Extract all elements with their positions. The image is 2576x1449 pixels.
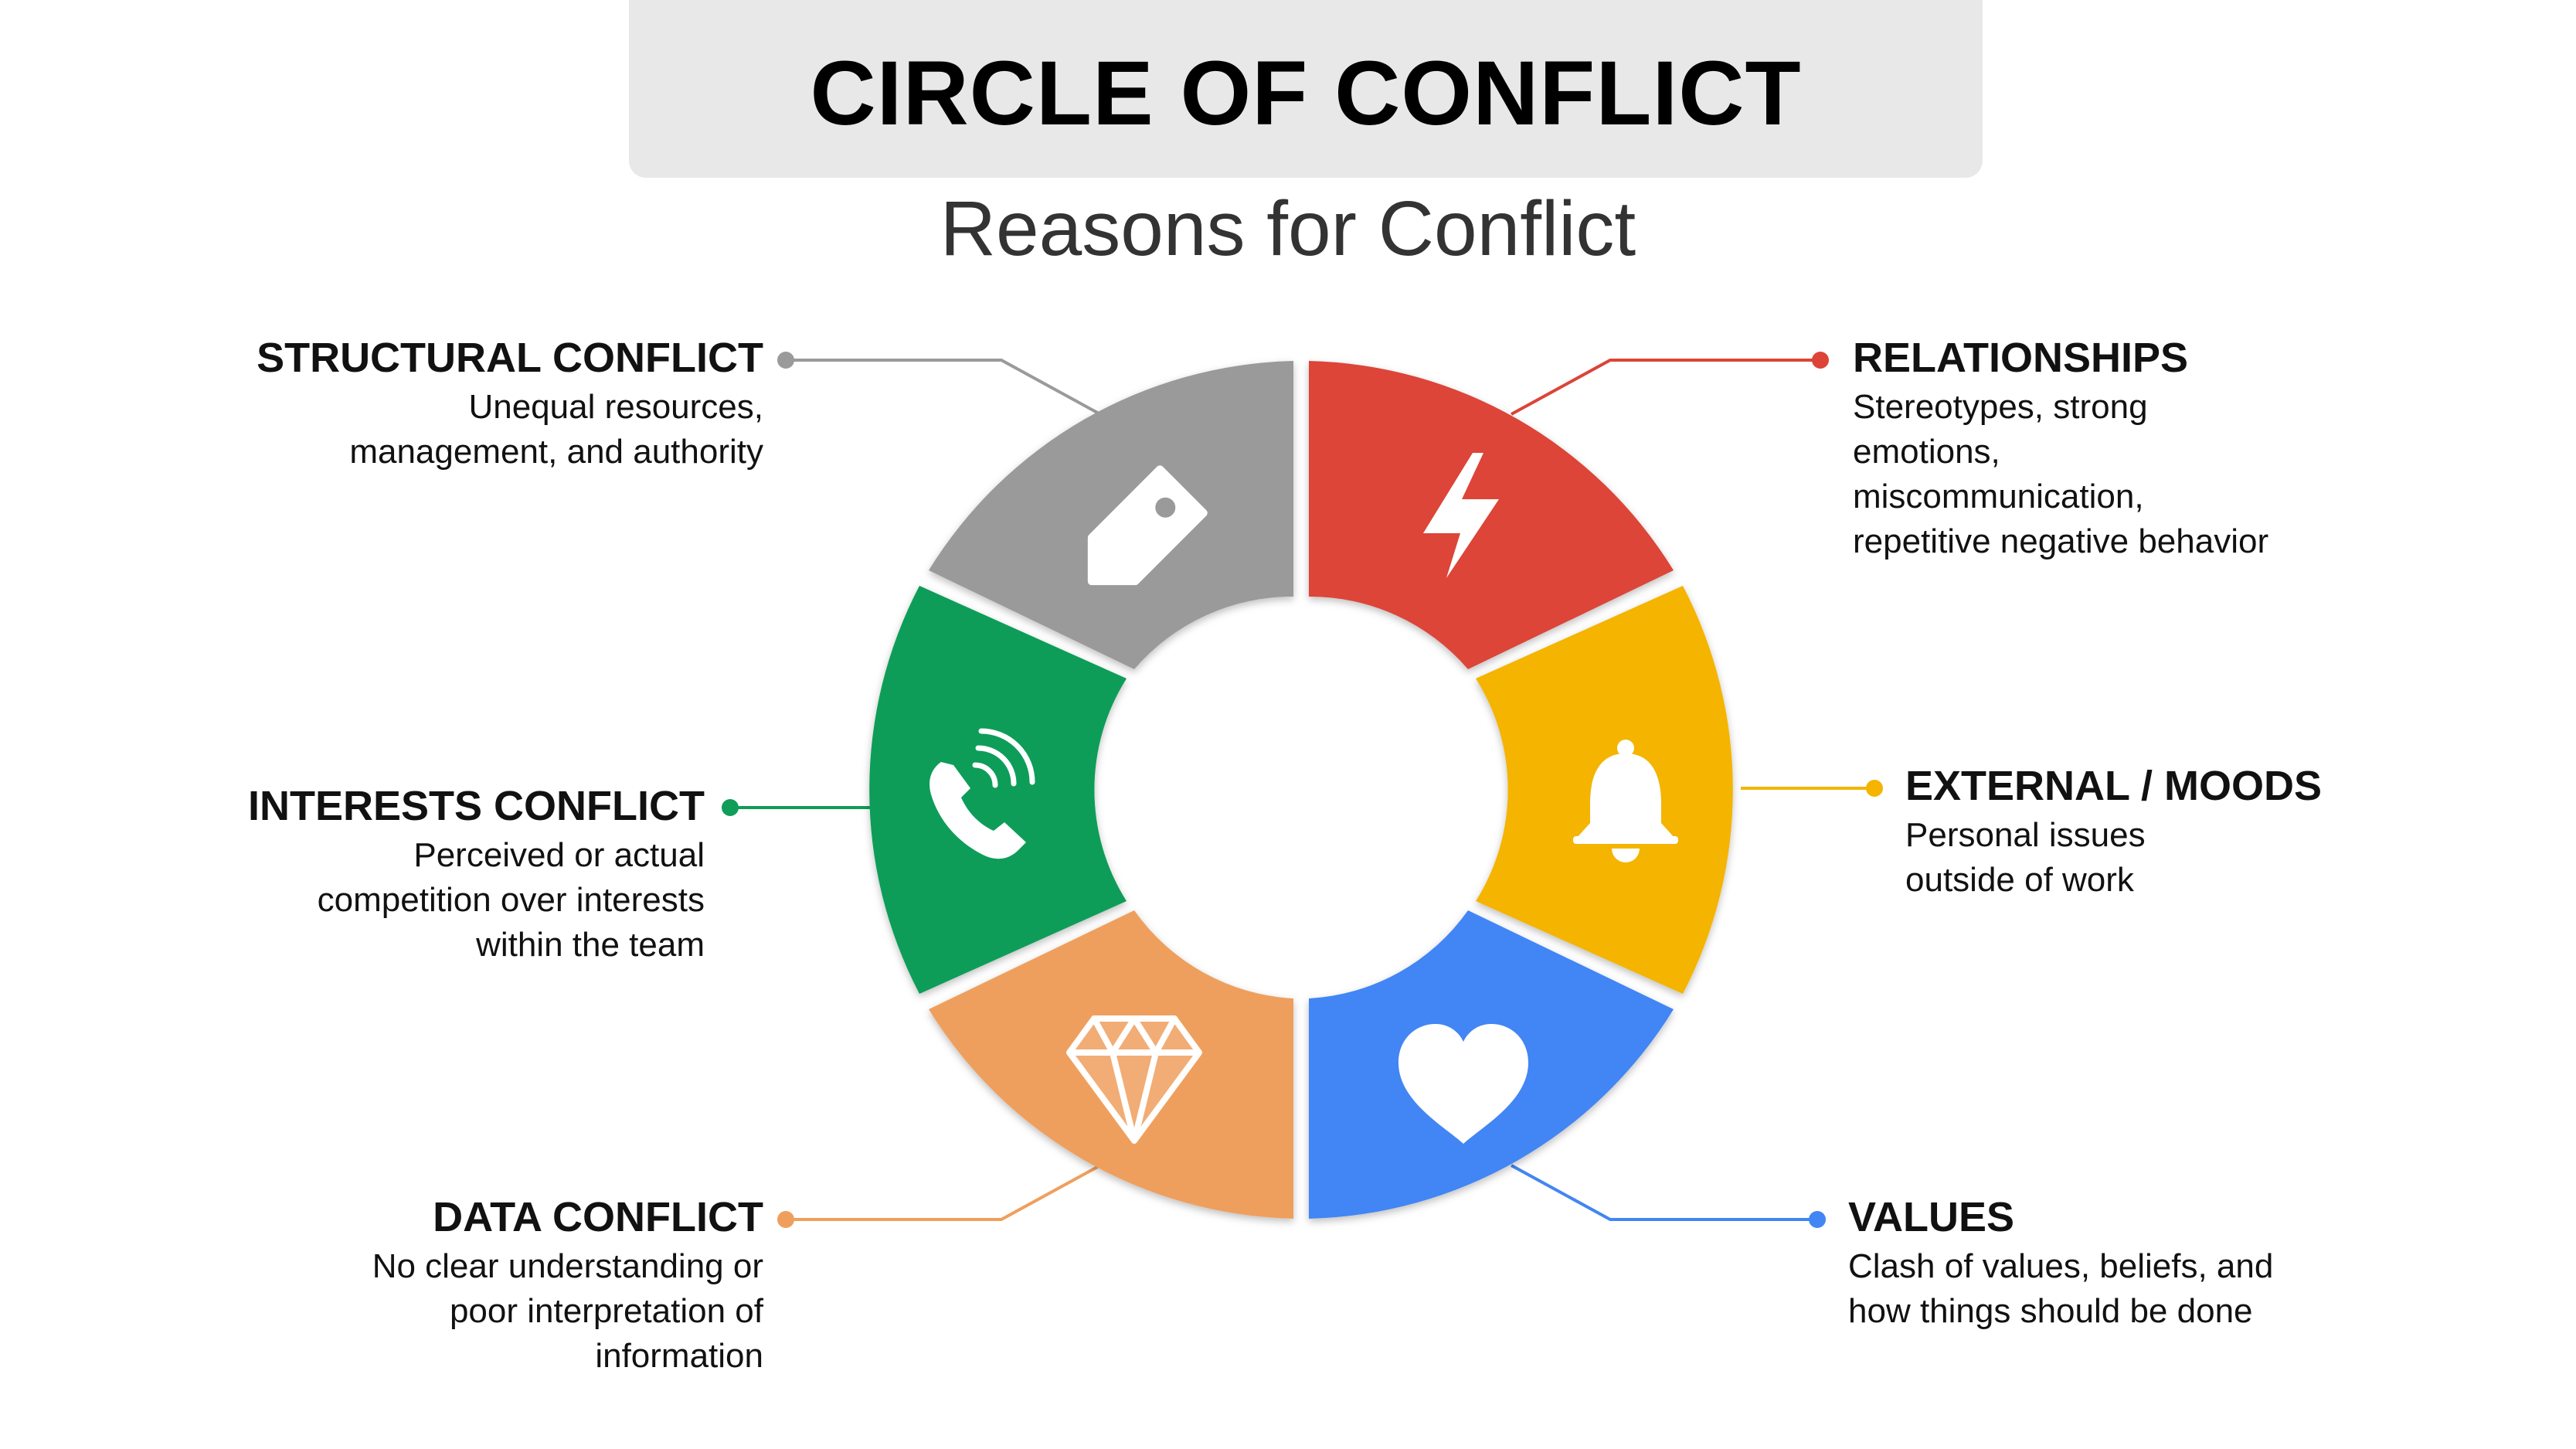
desc-line: within the team xyxy=(476,926,705,964)
desc-line: Unequal resources, xyxy=(468,388,763,426)
tag-icon xyxy=(1087,465,1208,586)
label-desc-external: Personal issues outside of work xyxy=(1905,813,2576,903)
connector-dot-data xyxy=(777,1211,794,1228)
connector-dot-interests xyxy=(722,799,739,816)
desc-line: competition over interests xyxy=(317,881,705,919)
desc-line: repetitive negative behavior xyxy=(1853,522,2269,560)
label-structural: STRUCTURAL CONFLICT Unequal resources, m… xyxy=(68,332,763,474)
lightning-icon xyxy=(1423,453,1499,578)
connector-dot-relationships xyxy=(1812,352,1829,369)
label-desc-values: Clash of values, beliefs, and how things… xyxy=(1848,1244,2544,1334)
connector-dot-external xyxy=(1866,780,1883,797)
title-banner: CIRCLE OF CONFLICT xyxy=(629,0,1983,178)
diamond-icon xyxy=(1066,1015,1202,1144)
segment-data xyxy=(929,910,1293,1219)
connector-lines xyxy=(722,352,1883,1228)
desc-line: information xyxy=(595,1337,763,1375)
label-values: VALUES Clash of values, beliefs, and how… xyxy=(1848,1192,2544,1334)
segment-relationships xyxy=(1309,361,1674,669)
phone-icon xyxy=(929,728,1035,859)
desc-line: management, and authority xyxy=(349,433,763,471)
label-desc-relationships: Stereotypes, strong emotions, miscommuni… xyxy=(1853,385,2548,564)
label-desc-structural: Unequal resources, management, and autho… xyxy=(68,385,763,474)
desc-line: No clear understanding or xyxy=(372,1247,763,1285)
desc-line: poor interpretation of xyxy=(449,1292,763,1330)
desc-line: Perceived or actual xyxy=(413,836,705,874)
connector-dot-values xyxy=(1809,1211,1826,1228)
label-desc-interests: Perceived or actual competition over int… xyxy=(9,833,705,968)
bell-icon xyxy=(1573,740,1678,862)
heart-icon xyxy=(1398,1024,1528,1144)
desc-line: how things should be done xyxy=(1848,1292,2253,1330)
label-external: EXTERNAL / MOODS Personal issues outside… xyxy=(1905,760,2576,903)
connector-data xyxy=(786,1164,1101,1221)
desc-line: outside of work xyxy=(1905,861,2134,899)
label-title-data: DATA CONFLICT xyxy=(433,1194,763,1240)
connector-values xyxy=(1511,1164,1817,1221)
desc-line: Clash of values, beliefs, and xyxy=(1848,1247,2274,1285)
connector-relationships xyxy=(1511,359,1820,416)
desc-line: Stereotypes, strong xyxy=(1853,388,2148,426)
label-interests: INTERESTS CONFLICT Perceived or actual c… xyxy=(9,781,705,968)
label-desc-data: No clear understanding or poor interpret… xyxy=(68,1244,763,1379)
page-subtitle: Reasons for Conflict xyxy=(940,185,1636,272)
label-title-structural: STRUCTURAL CONFLICT xyxy=(257,335,763,381)
label-title-values: VALUES xyxy=(1848,1194,2015,1240)
label-title-interests: INTERESTS CONFLICT xyxy=(248,783,705,829)
segment-interests xyxy=(869,586,1127,994)
connector-dot-structural xyxy=(777,352,794,369)
desc-line: emotions, xyxy=(1853,433,2000,471)
label-data: DATA CONFLICT No clear understanding or … xyxy=(68,1192,763,1379)
label-title-external: EXTERNAL / MOODS xyxy=(1905,763,2323,809)
desc-line: Personal issues xyxy=(1905,816,2146,854)
label-title-relationships: RELATIONSHIPS xyxy=(1853,335,2189,381)
connector-structural xyxy=(786,359,1101,416)
desc-line: miscommunication, xyxy=(1853,478,2144,515)
label-relationships: RELATIONSHIPS Stereotypes, strong emotio… xyxy=(1853,332,2548,564)
page-title: CIRCLE OF CONFLICT xyxy=(810,43,1802,145)
